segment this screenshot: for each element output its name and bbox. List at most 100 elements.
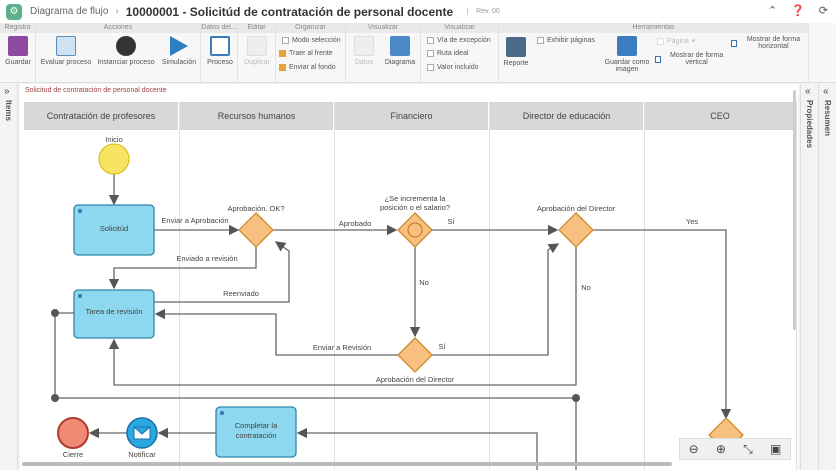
play-icon bbox=[170, 36, 188, 56]
gateway-director[interactable] bbox=[558, 212, 594, 248]
show-pages-checkbox[interactable]: Exhibir páginas bbox=[537, 37, 595, 44]
fit-icon[interactable]: ⤡ bbox=[743, 441, 753, 456]
save-label: Guardar bbox=[5, 59, 31, 66]
horizontal-scrollbar[interactable] bbox=[22, 462, 672, 466]
lane-0: Contratación de profesores bbox=[24, 102, 180, 470]
selection-mode-checkbox[interactable]: Modo selección bbox=[282, 37, 341, 44]
lane-2: Financiero bbox=[335, 102, 490, 470]
lane-4: CEO bbox=[645, 102, 797, 470]
gateway-incremento[interactable] bbox=[397, 212, 433, 248]
zoom-out-icon[interactable]: ⊖ bbox=[688, 442, 699, 456]
task-solicitud[interactable] bbox=[73, 204, 155, 256]
app-logo-icon: ⚙ bbox=[6, 3, 22, 20]
save-image-button[interactable]: Guardar como imagen bbox=[603, 36, 651, 73]
summary-panel[interactable]: « Resumen bbox=[818, 84, 836, 470]
label-completar-2: contratación bbox=[236, 431, 277, 440]
help-icon[interactable]: ❓ bbox=[791, 5, 805, 17]
image-icon bbox=[617, 36, 637, 56]
diagram-canvas[interactable] bbox=[20, 84, 798, 470]
duplicate-label: Duplicar bbox=[244, 59, 270, 66]
label-notificar: Notificar bbox=[128, 450, 156, 459]
group-label: Visualizar bbox=[346, 23, 420, 33]
edge[interactable] bbox=[108, 247, 577, 386]
edge[interactable] bbox=[154, 241, 290, 303]
message-event[interactable] bbox=[126, 417, 158, 449]
group-label: Editar bbox=[238, 23, 275, 33]
bring-front-button[interactable]: Traer al frente bbox=[279, 50, 333, 57]
instantiate-label: Instanciar proceso bbox=[97, 59, 155, 66]
included-value-checkbox[interactable]: Valor incluido bbox=[427, 64, 479, 71]
checkbox-label: Ruta ideal bbox=[437, 50, 469, 57]
edge-label: No bbox=[419, 278, 429, 287]
expand-icon[interactable]: » bbox=[4, 86, 10, 97]
process-button[interactable]: Proceso bbox=[204, 36, 236, 66]
image-icon[interactable]: ▣ bbox=[770, 442, 782, 456]
task-completar[interactable] bbox=[215, 406, 297, 458]
group-acciones: Acciones Evaluar proceso Instanciar proc… bbox=[36, 23, 201, 83]
gateway-director-2[interactable] bbox=[397, 337, 433, 373]
collapse-icon[interactable]: ⌃ bbox=[767, 5, 778, 17]
save-button[interactable]: Guardar bbox=[4, 36, 32, 66]
gateway-aprobacion[interactable] bbox=[238, 212, 274, 248]
checkbox-label: Vía de excepción bbox=[437, 37, 491, 44]
instantiate-button[interactable]: Instanciar proceso bbox=[96, 36, 156, 66]
breadcrumb[interactable]: Diagrama de flujo bbox=[30, 6, 109, 17]
button-label: Enviar al fondo bbox=[289, 64, 336, 71]
edge[interactable] bbox=[432, 243, 560, 356]
send-back-button[interactable]: Enviar al fondo bbox=[279, 64, 336, 71]
lane-header: Recursos humanos bbox=[180, 102, 334, 130]
items-panel[interactable]: » Items bbox=[0, 84, 18, 470]
edge[interactable] bbox=[593, 229, 732, 420]
group-visualizar-2: Visualizar Vía de excepción Ruta ideal V… bbox=[421, 23, 499, 83]
envelope-icon bbox=[133, 426, 151, 440]
task-revision[interactable] bbox=[73, 289, 155, 339]
collapse-icon[interactable]: « bbox=[805, 86, 811, 97]
label-gw2b: posición o el salario? bbox=[380, 203, 450, 212]
checkbox-label: Valor incluido bbox=[437, 64, 479, 71]
data-dropdown[interactable]: Datos bbox=[350, 36, 378, 66]
group-registro: Registro Guardar bbox=[0, 23, 36, 83]
simulation-label: Simulación bbox=[161, 59, 197, 66]
group-herramientas: Herramientas Reporte Exhibir páginas Gua… bbox=[499, 23, 809, 83]
edge[interactable] bbox=[154, 308, 398, 356]
lane-1: Recursos humanos bbox=[180, 102, 335, 470]
lane-header: Contratación de profesores bbox=[24, 102, 179, 130]
revision-label: Rev. 00 bbox=[467, 8, 500, 15]
start-event[interactable] bbox=[98, 143, 130, 175]
duplicate-button[interactable]: Duplicar bbox=[241, 36, 273, 66]
lane-header: Financiero bbox=[335, 102, 489, 130]
edge[interactable] bbox=[108, 247, 257, 290]
group-label: Organizar bbox=[276, 23, 345, 33]
zoom-in-icon[interactable]: ⊕ bbox=[715, 442, 726, 456]
diagram-label: Diagrama bbox=[384, 59, 416, 66]
lane-3: Director de educación bbox=[490, 102, 645, 470]
vertical-scrollbar[interactable] bbox=[793, 90, 796, 330]
summary-tab[interactable]: Resumen bbox=[823, 100, 832, 137]
group-editar: Editar Duplicar bbox=[238, 23, 276, 83]
user-icon bbox=[78, 209, 224, 415]
label-inicio: Inicio bbox=[105, 135, 123, 144]
report-button[interactable]: Reporte bbox=[501, 37, 531, 67]
checkbox-label: Exhibir páginas bbox=[547, 37, 595, 44]
edge[interactable] bbox=[296, 427, 538, 470]
refresh-icon[interactable]: ⟳ bbox=[818, 5, 828, 17]
evaluate-button[interactable]: Evaluar proceso bbox=[40, 36, 92, 66]
page-dropdown[interactable]: Página ▾ bbox=[657, 37, 695, 45]
properties-panel[interactable]: « Propiedades bbox=[800, 84, 818, 470]
page-label: Página bbox=[667, 37, 689, 45]
label-gw1: Aprobación. OK? bbox=[227, 204, 284, 213]
title-bar: ⚙ Diagrama de flujo › 10000001 - Solicit… bbox=[0, 0, 836, 23]
properties-tab[interactable]: Propiedades bbox=[805, 100, 814, 149]
label-cierre: Cierre bbox=[63, 450, 83, 459]
show-horizontal-button[interactable]: Mostrar de forma horizontal bbox=[731, 36, 807, 50]
event-circle-icon bbox=[407, 222, 423, 238]
items-tab[interactable]: Items bbox=[4, 100, 13, 121]
ideal-path-checkbox[interactable]: Ruta ideal bbox=[427, 50, 469, 57]
show-vertical-button[interactable]: Mostrar de forma vertical bbox=[655, 52, 729, 66]
diagram-dropdown[interactable]: Diagrama bbox=[382, 36, 418, 66]
simulation-button[interactable]: Simulación bbox=[160, 36, 198, 66]
edge-label: Enviar a Revisión bbox=[313, 343, 371, 352]
end-event[interactable] bbox=[57, 417, 89, 449]
collapse-icon[interactable]: « bbox=[823, 86, 829, 97]
exception-path-checkbox[interactable]: Vía de excepción bbox=[427, 37, 491, 44]
